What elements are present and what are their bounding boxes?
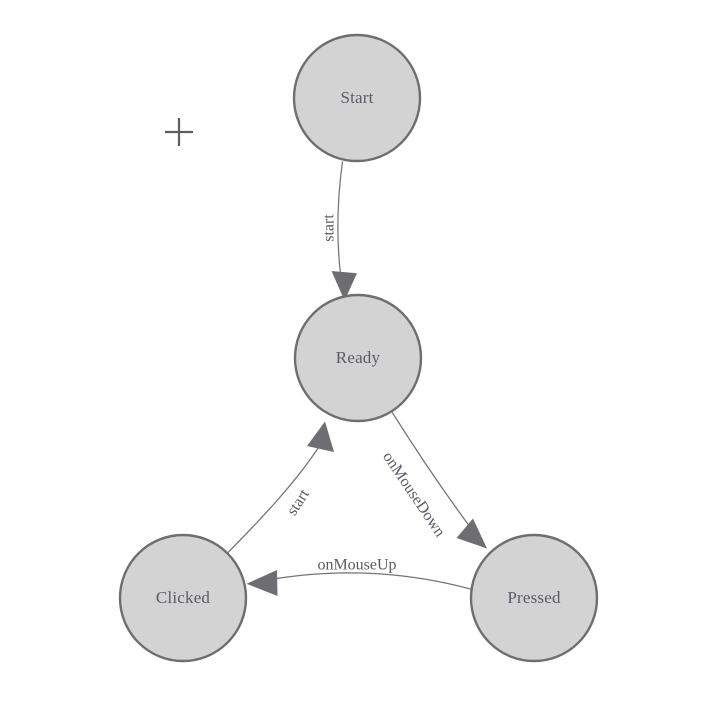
crosshair-icon[interactable]	[165, 118, 193, 146]
node-start[interactable]: Start	[292, 33, 422, 163]
edge-label-clicked-to-ready: start	[284, 486, 314, 519]
node-pressed[interactable]: Pressed	[469, 533, 599, 663]
node-clicked-circle[interactable]	[118, 533, 248, 663]
arrowhead-into-pressed-from-ready	[456, 518, 487, 549]
node-pressed-circle[interactable]	[469, 533, 599, 663]
node-clicked-label: Clicked	[156, 588, 211, 607]
edge-label-start-to-ready: start	[321, 214, 338, 242]
node-pressed-label: Pressed	[507, 588, 561, 607]
arrowhead-into-ready-from-clicked	[307, 421, 334, 452]
edge-clicked-to-ready[interactable]: start	[227, 421, 334, 553]
edge-path-clicked-to-ready	[227, 447, 320, 553]
node-clicked[interactable]: Clicked	[118, 533, 248, 663]
edge-path-pressed-to-clicked	[261, 572, 471, 590]
edge-pressed-to-clicked[interactable]: onMouseUp	[246, 557, 471, 596]
edge-label-pressed-to-clicked: onMouseUp	[317, 557, 396, 574]
edge-start-to-ready[interactable]: start	[321, 161, 357, 301]
arrowhead-into-clicked-from-pressed	[246, 570, 278, 596]
edge-ready-to-pressed[interactable]: onMouseDown	[379, 411, 487, 549]
node-ready-label: Ready	[336, 348, 381, 367]
node-ready-circle[interactable]	[293, 293, 423, 423]
node-start-label: Start	[340, 88, 373, 107]
arrowhead-into-ready-from-start	[331, 271, 357, 301]
node-start-circle[interactable]	[292, 33, 422, 163]
edge-label-ready-to-pressed: onMouseDown	[379, 449, 448, 540]
node-ready[interactable]: Ready	[293, 293, 423, 423]
